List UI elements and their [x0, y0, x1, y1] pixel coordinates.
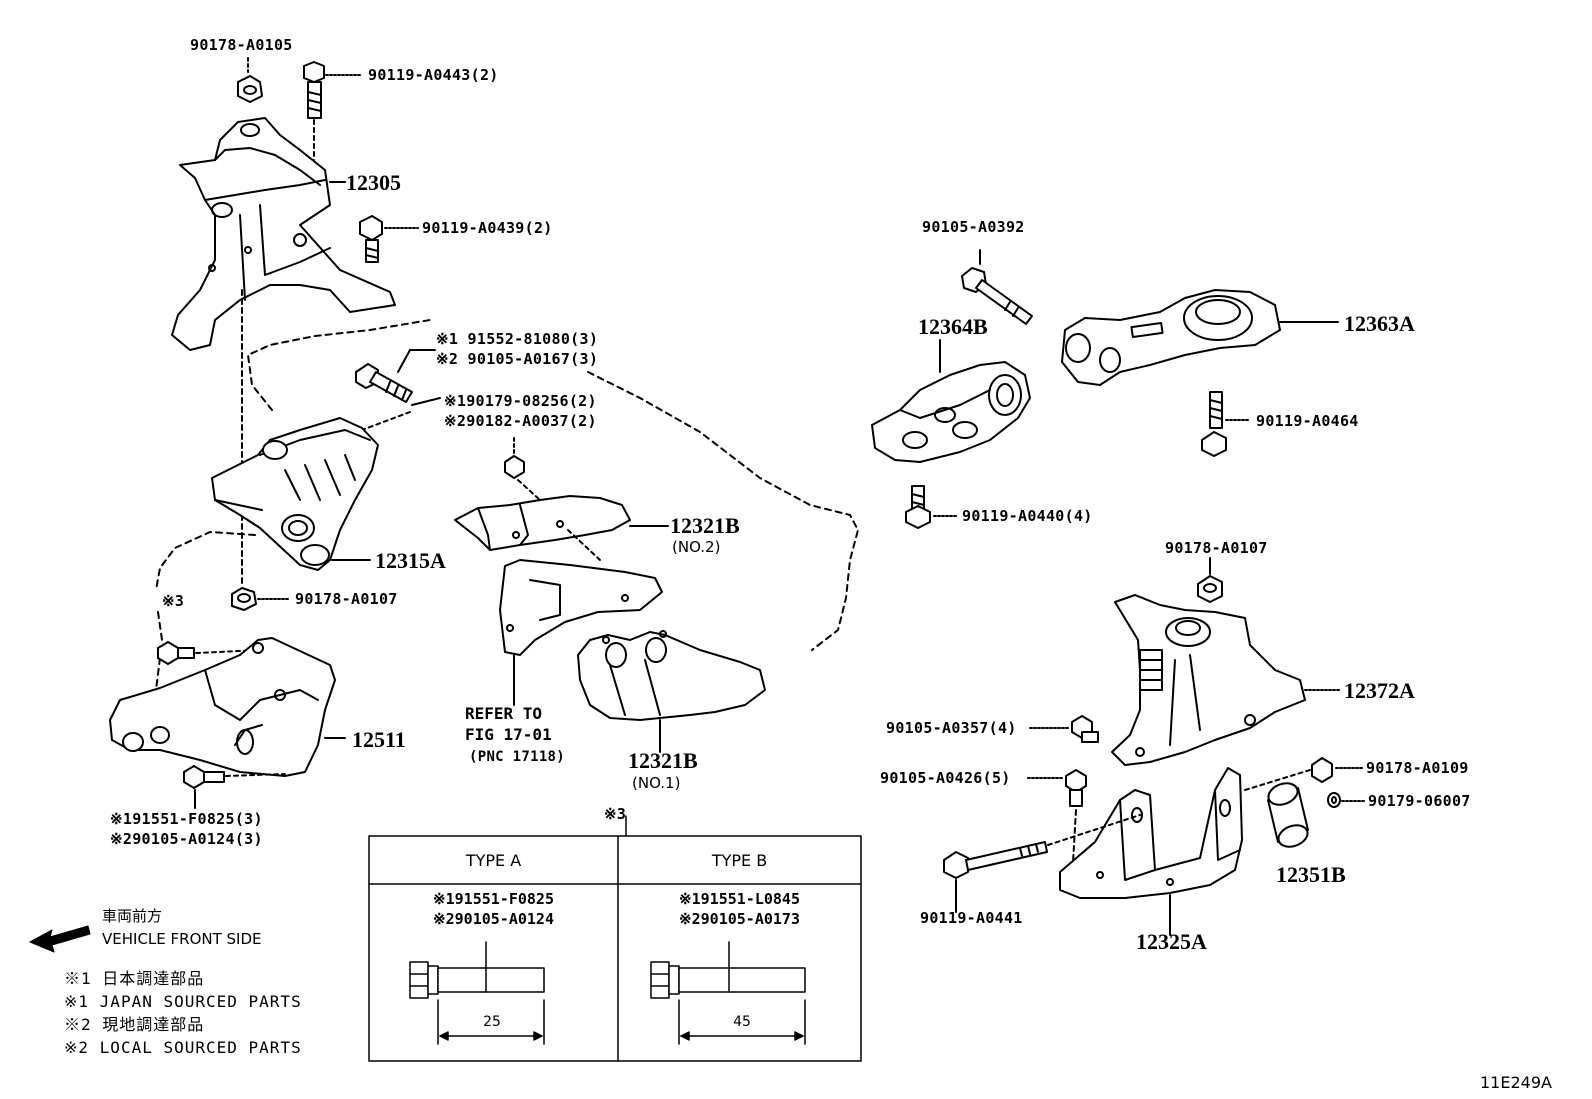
table-type-b-header: TYPE B	[711, 851, 768, 870]
nut-90178-A0107-right-drawing	[1197, 557, 1223, 603]
label-90105-A0357: 90105-A0357(4)	[886, 719, 1017, 737]
bush-12351B-drawing	[1267, 782, 1309, 848]
table-type-b-line1: ※191551-L0845	[679, 890, 800, 908]
table-type-b-dimension: 45	[733, 1014, 751, 1030]
label-12325A: 12325A	[1136, 929, 1207, 954]
bracket-12305-drawing	[171, 117, 396, 351]
insulator-12321B-no1-drawing	[577, 630, 766, 753]
front-side-en: VEHICLE FRONT SIDE	[102, 930, 262, 948]
label-bolt-note-line2: ※290105-A0124(3)	[110, 830, 263, 848]
table-type-a-dimension: 25	[483, 1014, 501, 1030]
bolt-90105-A0357-drawing	[1029, 715, 1099, 743]
bolt-90119-A0464-drawing	[1201, 391, 1251, 457]
table-mark3: ※3	[604, 805, 627, 823]
label-note1-line1: ※1 91552-81080(3)	[436, 330, 599, 348]
bracket-12325A-drawing	[1059, 767, 1243, 936]
label-fig-17-01: FIG 17-01	[465, 725, 552, 744]
legend-line4: ※2 LOCAL SOURCED PARTS	[64, 1038, 302, 1057]
front-side-jp: 車両前方	[102, 907, 163, 925]
label-90119-A0439: 90119-A0439(2)	[422, 219, 553, 237]
bolt-90105-A0392-drawing	[961, 249, 1033, 325]
table-type-a-line2: ※290105-A0124	[433, 910, 554, 928]
bolt-90119-A0440-drawing	[905, 485, 959, 529]
label-90119-A0464: 90119-A0464	[1256, 412, 1359, 430]
label-12372A: 12372A	[1344, 678, 1415, 703]
torque-rod-12363A-drawing	[1061, 289, 1339, 386]
legend-line2: ※1 JAPAN SOURCED PARTS	[64, 992, 302, 1011]
mount-12372A-drawing	[1111, 594, 1341, 766]
label-pnc-17118: (PNC 17118)	[469, 749, 566, 765]
label-note2-line1: ※190179-08256(2)	[444, 392, 597, 410]
label-90178-A0109: 90178-A0109	[1366, 759, 1469, 777]
figure-code: 11E249A	[1480, 1073, 1552, 1092]
nut-90178-A0107-left-drawing	[231, 587, 291, 611]
insulator-12321B-no2-drawing	[454, 495, 669, 561]
label-90119-A0440: 90119-A0440(4)	[962, 507, 1093, 525]
bracket-ref-17118-drawing	[499, 559, 663, 706]
bolt-91551-F0825-drawing	[183, 765, 286, 809]
label-12363A: 12363A	[1344, 311, 1415, 336]
label-90178-A0105: 90178-A0105	[190, 36, 293, 54]
label-90178-A0107-left: 90178-A0107	[295, 590, 398, 608]
label-12315A: 12315A	[375, 548, 446, 573]
vehicle-front-arrow-icon	[29, 925, 91, 953]
label-no1: (NO.1)	[632, 774, 681, 792]
type-b-bolt-drawing	[650, 941, 806, 1045]
label-90119-A0441: 90119-A0441	[920, 909, 1023, 927]
bolt-90119-A0443-drawing	[303, 61, 363, 186]
label-bolt-note-line1: ※191551-F0825(3)	[110, 810, 263, 828]
legend-line3: ※2 現地調達部品	[64, 1015, 205, 1034]
label-12351B: 12351B	[1276, 862, 1346, 887]
bolt-90119-A0441-drawing	[943, 814, 1141, 913]
bracket-12364B-drawing	[871, 339, 1031, 463]
bracket-12315A-drawing	[211, 417, 379, 571]
label-90105-A0426: 90105-A0426(5)	[880, 769, 1011, 787]
label-12305: 12305	[346, 170, 401, 195]
label-12511: 12511	[352, 727, 406, 752]
bolt-91552-81080-drawing	[355, 349, 436, 403]
label-12364B: 12364B	[918, 314, 988, 339]
washer-90179-06007-drawing	[1327, 792, 1366, 808]
label-90119-A0443: 90119-A0443(2)	[368, 66, 499, 84]
label-no2: (NO.2)	[672, 538, 721, 556]
label-90179-06007: 90179-06007	[1368, 792, 1471, 810]
nut-90178-A0105-drawing	[237, 57, 263, 103]
table-type-b-line2: ※290105-A0173	[679, 910, 800, 928]
label-90178-A0107-right: 90178-A0107	[1165, 539, 1268, 557]
bolt-90119-A0439-drawing	[359, 215, 419, 263]
bracket-12511-drawing	[109, 637, 346, 777]
legend-line1: ※1 日本調達部品	[64, 969, 205, 988]
type-table-frame	[368, 815, 862, 1062]
table-type-a-header: TYPE A	[465, 851, 522, 870]
label-mark3-left: ※3	[162, 592, 185, 610]
label-12321B-no2: 12321B	[670, 513, 740, 538]
label-refer-to: REFER TO	[465, 704, 543, 723]
type-a-bolt-drawing	[409, 941, 545, 1045]
table-type-a-line1: ※191551-F0825	[433, 890, 554, 908]
nut-90178-A0109-drawing	[1244, 757, 1363, 791]
label-note1-line2: ※2 90105-A0167(3)	[436, 350, 599, 368]
label-90105-A0392: 90105-A0392	[922, 218, 1025, 236]
nut-90182-A0037-drawing	[504, 437, 541, 501]
label-12321B-no1: 12321B	[628, 748, 698, 773]
label-note2-line2: ※290182-A0037(2)	[444, 412, 597, 430]
